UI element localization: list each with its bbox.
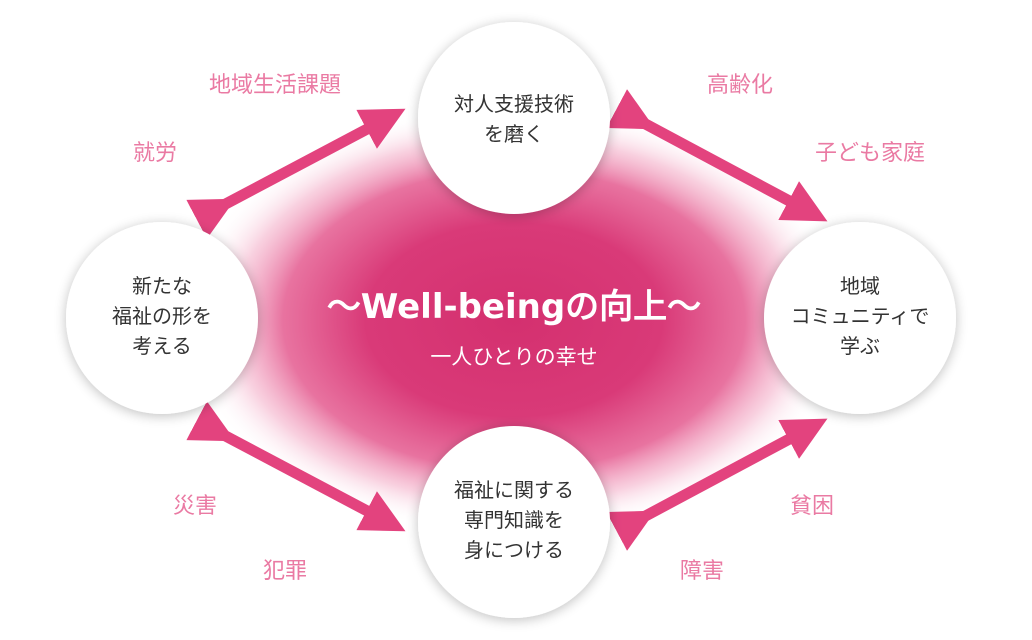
node-bottom-line-1: 福祉に関する [454, 478, 574, 502]
topic-poverty: 貧困 [790, 494, 834, 519]
node-left-line-2: 福祉の形を [112, 304, 212, 328]
node-top-line-1: 対人支援技術 [454, 92, 574, 116]
center-subtitle: 一人ひとりの幸せ [430, 345, 597, 369]
arrow-top-right [606, 89, 828, 222]
node-left-line-1: 新たな [132, 274, 192, 298]
topic-disaster: 災害 [173, 494, 217, 519]
arrow-left-bottom [186, 401, 406, 532]
node-right-line-3: 学ぶ [840, 334, 880, 358]
node-bottom-line-3: 身につける [464, 538, 564, 562]
topic-community-issues: 地域生活課題 [209, 73, 341, 98]
topic-disability: 障害 [680, 559, 724, 584]
arrow-left-top [186, 108, 406, 239]
arrow-bottom-right [606, 418, 828, 551]
node-left-line-3: 考える [132, 334, 191, 358]
node-top: 対人支援技術 を磨く [418, 22, 610, 214]
node-right: 地域 コミュニティで 学ぶ [764, 222, 956, 414]
topic-crime: 犯罪 [263, 559, 307, 584]
node-right-line-2: コミュニティで [791, 304, 930, 328]
node-left: 新たな 福祉の形を 考える [66, 222, 258, 414]
arrows [186, 89, 828, 551]
node-bottom: 福祉に関する 専門知識を 身につける [418, 426, 610, 618]
topic-labels: 地域生活課題 就労 高齢化 子ども家庭 災害 犯罪 貧困 障害 [133, 73, 925, 584]
topic-children-family: 子ども家庭 [815, 141, 925, 166]
center-title: ～Well-beingの向上～ [327, 287, 701, 327]
node-top-line-2: を磨く [484, 122, 544, 146]
node-right-line-1: 地域 [840, 274, 880, 298]
node-bottom-line-2: 専門知識を [464, 508, 564, 532]
topic-employment: 就労 [133, 141, 177, 166]
topic-elderly: 高齢化 [707, 73, 773, 98]
